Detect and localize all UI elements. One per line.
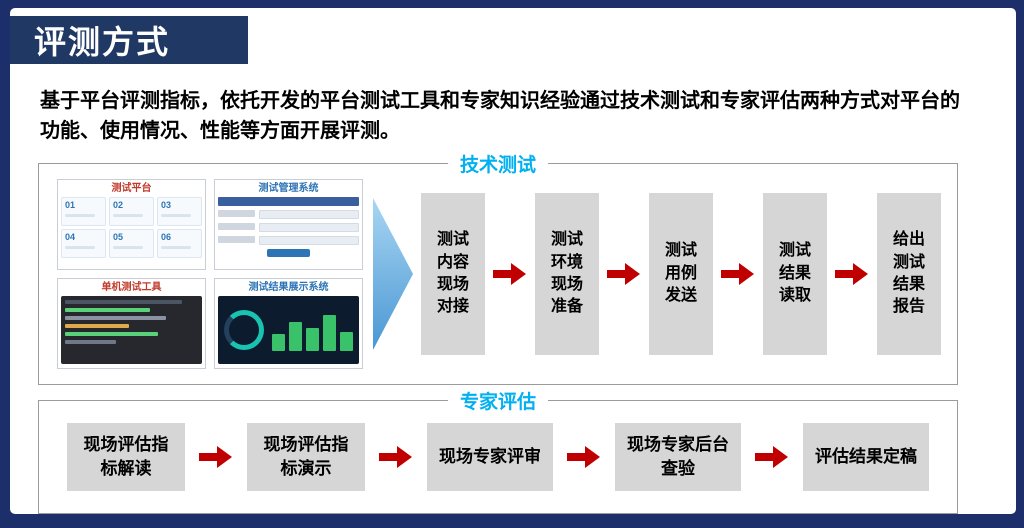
- tech-steps-flow: 测试 内容 现场 对接 测试 环境 现场 准备 测试 用例 发送 测试 结果 读…: [421, 193, 941, 355]
- management-form-mock: [218, 197, 359, 257]
- expert-step-result-finalize: 评估结果定稿: [803, 423, 929, 491]
- page-title: 评测方式: [34, 24, 171, 60]
- dashboard-bars: [272, 309, 353, 351]
- expert-step-backend-check: 现场专家后台 查验: [615, 423, 741, 491]
- tech-step-case-sending: 测试 用例 发送: [649, 193, 713, 355]
- screenshot-result-display-system: 测试结果展示系统: [214, 278, 363, 369]
- screenshot-test-platform: 测试平台 01 02 03 04 05 06: [57, 179, 206, 270]
- arrow-right-icon: [607, 263, 641, 285]
- card-number: 06: [161, 232, 172, 242]
- expert-step-indicator-demo: 现场评估指 标演示: [247, 423, 365, 491]
- arrow-right-icon: [835, 263, 869, 285]
- screenshot-result-display-title: 测试结果展示系统: [248, 282, 329, 293]
- arrow-right-icon: [755, 446, 789, 468]
- tech-test-panel: 技术测试 测试平台 01 02 03 04 05 06 测试管理系统: [38, 150, 958, 385]
- card-number: 02: [113, 200, 124, 210]
- card-number: 05: [113, 232, 124, 242]
- tech-test-content: 测试平台 01 02 03 04 05 06 测试管理系统: [39, 164, 957, 384]
- expert-steps-flow: 现场评估指 标解读 现场评估指 标演示 现场专家评审 现场专家后台 查验 评估结…: [39, 401, 957, 513]
- card-number: 01: [65, 200, 76, 210]
- expert-eval-label: 专家评估: [447, 387, 549, 414]
- screenshot-test-platform-title: 测试平台: [111, 183, 152, 194]
- expert-step-indicator-interpretation: 现场评估指 标解读: [67, 423, 185, 491]
- screenshot-standalone-tool-title: 单机测试工具: [101, 282, 162, 293]
- platform-screenshots: 测试平台 01 02 03 04 05 06 测试管理系统: [57, 179, 363, 369]
- screenshot-test-management-system: 测试管理系统: [214, 179, 363, 270]
- terminal-mock: [61, 296, 202, 364]
- gauge-ring: [224, 310, 264, 350]
- tech-step-result-reading: 测试 结果 读取: [763, 193, 827, 355]
- big-right-arrow: [373, 198, 413, 350]
- platform-card: 01: [61, 197, 106, 226]
- tech-step-content-docking: 测试 内容 现场 对接: [421, 193, 485, 355]
- arrow-right-icon: [199, 446, 233, 468]
- arrow-right-icon: [721, 263, 755, 285]
- tech-test-label: 技术测试: [447, 150, 549, 177]
- arrow-right-icon: [493, 263, 527, 285]
- arrow-right-icon: [379, 446, 413, 468]
- platform-card: 05: [109, 229, 154, 258]
- screenshot-standalone-test-tool: 单机测试工具: [57, 278, 206, 369]
- platform-card: 03: [157, 197, 202, 226]
- platform-card: 04: [61, 229, 106, 258]
- arrow-right-icon: [567, 446, 601, 468]
- expert-eval-panel: 专家评估 现场评估指 标解读 现场评估指 标演示 现场专家评审 现场专家后台 查…: [38, 387, 958, 514]
- page-title-banner: 评测方式: [10, 16, 248, 64]
- platform-cards-mock: 01 02 03 04 05 06: [61, 197, 202, 258]
- screenshot-test-management-title: 测试管理系统: [258, 183, 319, 194]
- card-number: 03: [161, 200, 172, 210]
- tech-step-test-report: 给出 测试 结果 报告: [877, 193, 941, 355]
- tech-step-env-preparation: 测试 环境 现场 准备: [535, 193, 599, 355]
- card-number: 04: [65, 232, 76, 242]
- expert-step-onsite-review: 现场专家评审: [427, 423, 553, 491]
- dashboard-mock: [218, 296, 359, 364]
- slide: 评测方式 基于平台评测指标，依托开发的平台测试工具和专家知识经验通过技术测试和专…: [10, 8, 1016, 514]
- intro-text: 基于平台评测指标，依托开发的平台测试工具和专家知识经验通过技术测试和专家评估两种…: [40, 90, 960, 142]
- platform-card: 06: [157, 229, 202, 258]
- platform-card: 02: [109, 197, 154, 226]
